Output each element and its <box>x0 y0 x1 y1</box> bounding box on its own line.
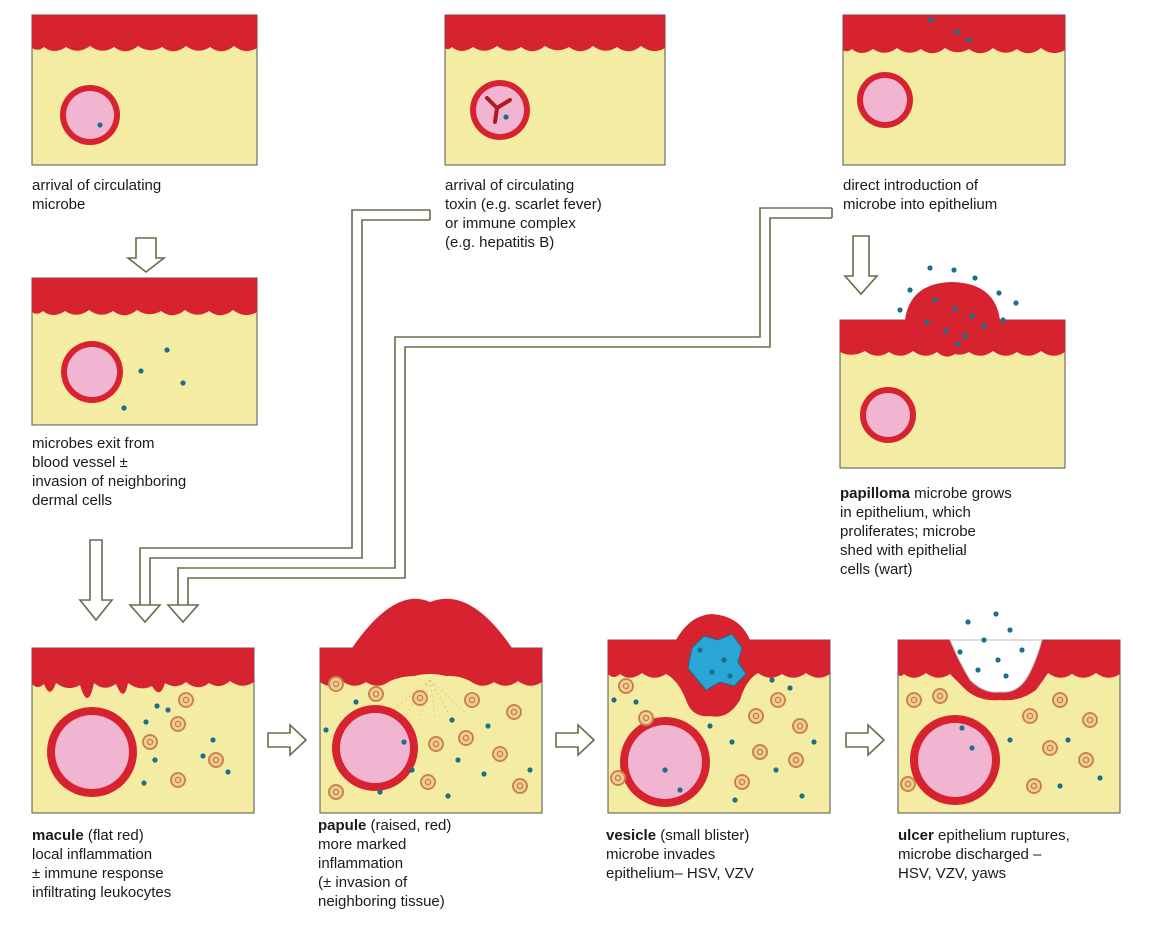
panel-papule <box>320 599 542 813</box>
blood-vessel <box>620 717 710 807</box>
right-arrow <box>268 725 306 755</box>
caption-macule: macule (flat red) local inflammation ± i… <box>32 826 171 902</box>
blood-vessel <box>910 715 1000 805</box>
caption-papilloma: papilloma microbe grows in epithelium, w… <box>840 484 1012 579</box>
blood-vessel <box>61 341 123 403</box>
caption-toxin: arrival of circulating toxin (e.g. scarl… <box>445 176 602 252</box>
panel-direct-introduction <box>843 15 1065 165</box>
down-arrow <box>845 236 877 294</box>
term-vesicle: vesicle <box>606 827 656 844</box>
caption-circulating-microbe: arrival of circulating microbe <box>32 176 161 214</box>
term-ulcer: ulcer <box>898 827 934 844</box>
term-macule: macule <box>32 827 84 844</box>
blood-vessel <box>47 707 137 797</box>
panel-ulcer <box>898 611 1120 813</box>
pipe-arrow-direct <box>168 208 832 622</box>
panel-toxin <box>445 15 665 165</box>
blood-vessel <box>860 387 916 443</box>
panel-papilloma <box>840 265 1065 468</box>
caption-vesicle: vesicle (small blister) microbe invades … <box>606 826 754 883</box>
blood-vessel <box>470 80 530 140</box>
blood-vessel <box>60 85 120 145</box>
caption-papule: papule (raised, red) more marked inflamm… <box>318 816 451 911</box>
panel-microbes-exit <box>32 278 257 425</box>
panel-vesicle <box>608 614 830 813</box>
caption-direct-introduction: direct introduction of microbe into epit… <box>843 176 997 214</box>
caption-microbes-exit: microbes exit from blood vessel ± invasi… <box>32 434 186 510</box>
panel-macule <box>32 648 254 813</box>
down-arrow <box>128 238 164 272</box>
right-arrow <box>846 725 884 755</box>
panel-circulating-microbe <box>32 15 257 165</box>
blood-vessel <box>332 705 418 791</box>
caption-ulcer: ulcer epithelium ruptures, microbe disch… <box>898 826 1070 883</box>
blood-vessel <box>857 72 913 128</box>
term-papilloma: papilloma <box>840 485 910 502</box>
down-arrow <box>80 540 112 620</box>
term-papule: papule <box>318 817 366 834</box>
right-arrow <box>556 725 594 755</box>
